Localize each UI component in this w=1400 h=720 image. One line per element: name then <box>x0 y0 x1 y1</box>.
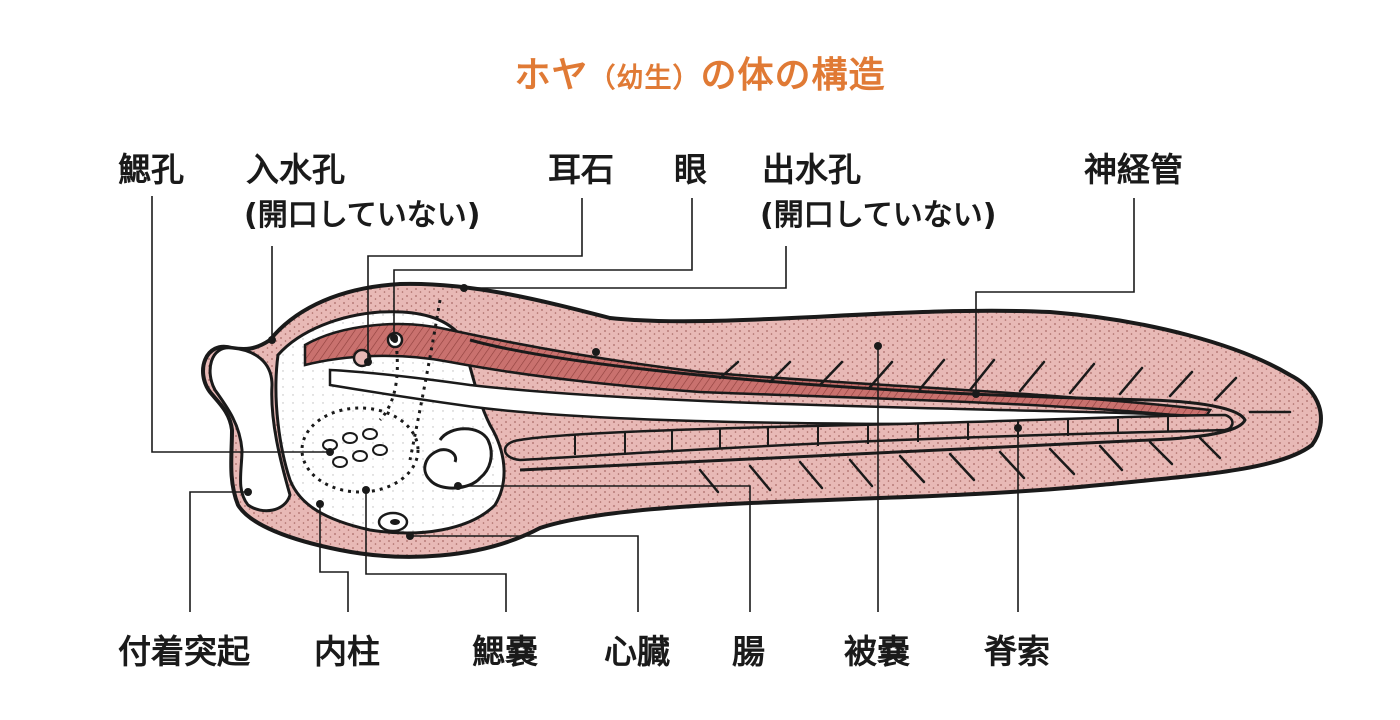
papilla-region <box>208 346 292 513</box>
label-otolith: 耳石 <box>548 150 614 189</box>
label-adhesive-papilla: 付着突起 <box>118 632 250 671</box>
label-eye: 眼 <box>674 150 707 189</box>
label-branchial-sac: 鰓嚢 <box>472 632 538 671</box>
label-heart: 心臓 <box>604 632 670 671</box>
title-paren: （幼生） <box>588 63 701 94</box>
leader-dots <box>244 284 1022 540</box>
label-inlet-siphon-note: (開口していない) <box>244 198 481 233</box>
label-notochord: 脊索 <box>984 632 1050 671</box>
diagram-title: ホヤ（幼生）の体の構造 <box>0 46 1400 98</box>
title-prefix: ホヤ <box>514 55 589 96</box>
gill-slits <box>322 428 388 468</box>
label-gill-slit: 鰓孔 <box>118 150 184 189</box>
fin-rays <box>698 358 1292 494</box>
label-intestine: 腸 <box>732 632 765 671</box>
label-inlet-siphon: 入水孔 <box>246 150 345 189</box>
label-outlet-siphon: 出水孔 <box>762 150 861 189</box>
label-endostyle: 内柱 <box>314 632 380 671</box>
tail-inner-outline <box>469 338 1247 472</box>
label-tunic: 被嚢 <box>844 632 910 671</box>
notochord-segments <box>574 417 1169 455</box>
label-outlet-siphon-note: (開口していない) <box>760 198 997 233</box>
pharynx-dotted <box>408 299 442 461</box>
title-suffix: の体の構造 <box>700 55 886 96</box>
leader-lines <box>151 196 1135 612</box>
branchial-sac-shape <box>300 406 420 494</box>
label-nerve-cord: 神経管 <box>1084 150 1183 189</box>
